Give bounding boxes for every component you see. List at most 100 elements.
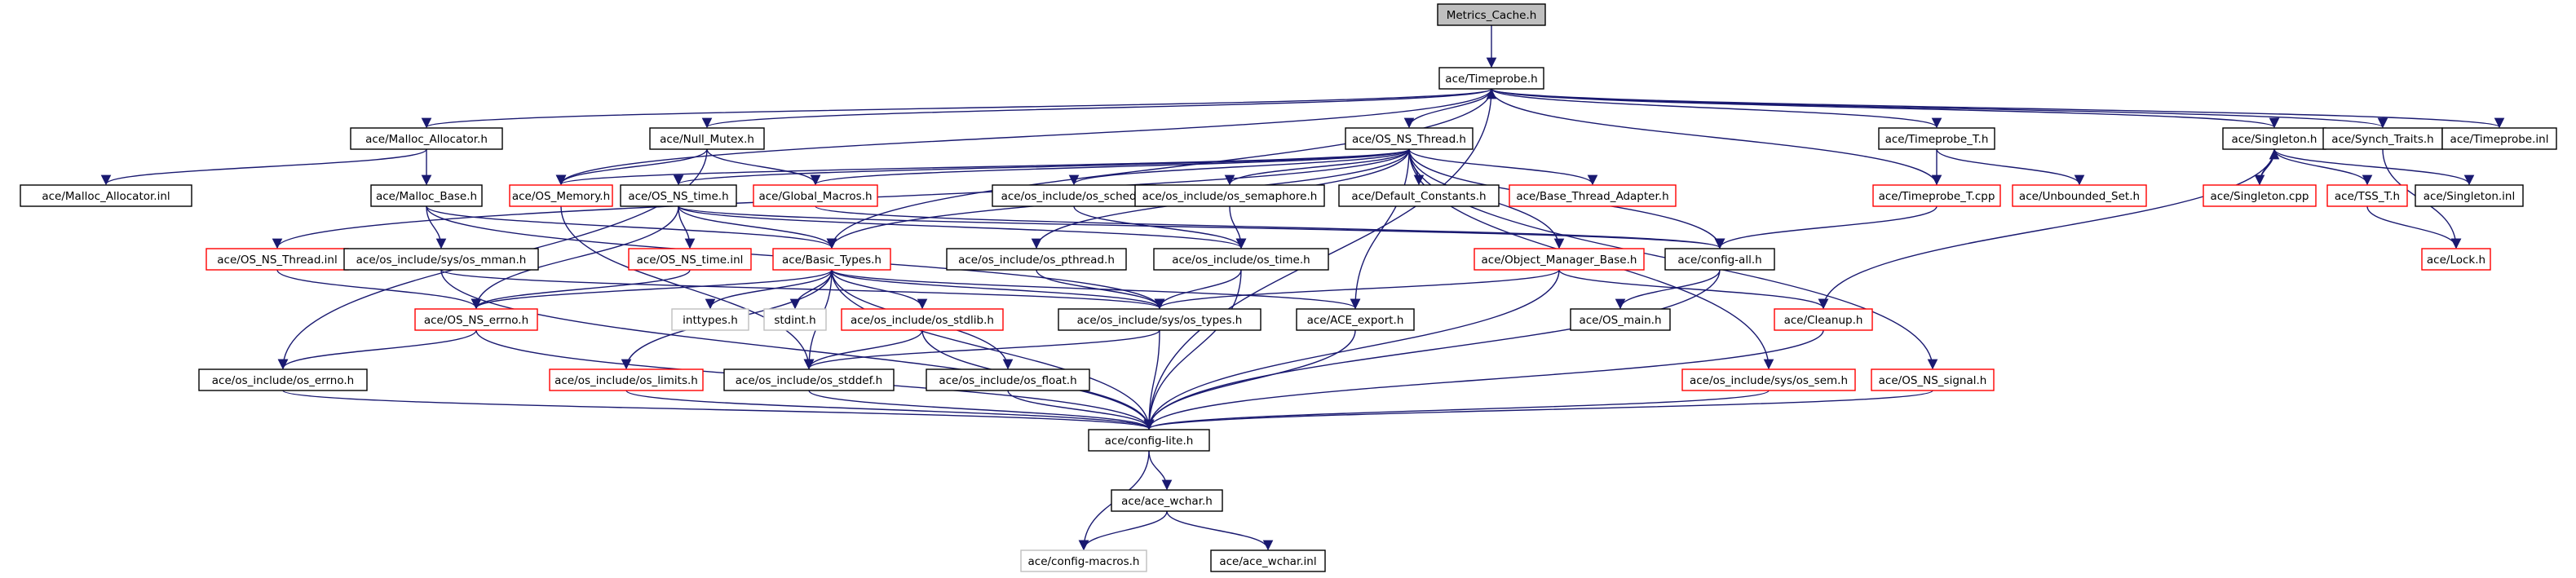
node-label: ace/Malloc_Base.h [376,190,477,203]
node-os-stddef[interactable]: ace/os_include/os_stddef.h [723,368,895,391]
node-label: ace/os_include/os_errno.h [212,374,354,387]
node-os-semaphore[interactable]: ace/os_include/os_semaphore.h [1134,184,1325,207]
node-global-macros[interactable]: ace/Global_Macros.h [753,184,878,207]
node-malloc-base[interactable]: ace/Malloc_Base.h [370,184,483,207]
node-label: ace/TSS_T.h [2335,190,2400,203]
node-os-float[interactable]: ace/os_include/os_float.h [926,368,1090,391]
edge-os_ns_signal-to-config_lite [1144,390,1933,430]
node-ace-export[interactable]: ace/ACE_export.h [1296,308,1415,331]
node-object-manager-base[interactable]: ace/Object_Manager_Base.h [1474,248,1645,271]
edge-os_types-to-config_lite [1143,329,1160,430]
edge-os_float-to-config_lite [1007,390,1155,430]
node-label: ace/os_include/os_float.h [939,374,1076,387]
node-null-mutex[interactable]: ace/Null_Mutex.h [649,127,765,150]
node-box [763,308,827,331]
node-timeprobe-t-cpp[interactable]: ace/Timeprobe_T.cpp [1872,184,2001,207]
node-config-all[interactable]: ace/config-all.h [1664,248,1775,271]
edge-os_ns_time-to-os_ns_time_inl [678,205,696,249]
node-os-ns-thread[interactable]: ace/OS_NS_Thread.h [1345,127,1474,150]
edge-singleton-to-cleanup [1818,148,2275,310]
node-singleton-inl[interactable]: ace/Singleton.inl [2415,184,2524,207]
node-config-lite[interactable]: ace/config-lite.h [1088,429,1210,452]
edge-timeprobe-to-malloc_alloc [422,88,1492,129]
edge-timeprobe_t_cpp-to-timeprobe [1486,88,1938,186]
node-box [1474,248,1645,271]
node-os-sem[interactable]: ace/os_include/sys/os_sem.h [1681,368,1856,391]
node-base-thread-adapter[interactable]: ace/Base_Thread_Adapter.h [1509,184,1677,207]
node-os-errno[interactable]: ace/os_include/os_errno.h [198,368,368,391]
edge-global_macros-to-config_all [815,205,1725,249]
node-ace-wchar[interactable]: ace/ace_wchar.h [1111,489,1223,512]
node-os-ns-errno[interactable]: ace/OS_NS_errno.h [414,308,538,331]
node-box [2421,248,2491,271]
node-default-constants[interactable]: ace/Default_Constants.h [1338,184,1500,207]
edge-os_ns_time_inl-to-os_ns_errno [471,269,691,310]
node-lock[interactable]: ace/Lock.h [2421,248,2491,271]
node-singleton[interactable]: ace/Singleton.h [2222,127,2326,150]
node-os-limits[interactable]: ace/os_include/os_limits.h [549,368,704,391]
node-cleanup[interactable]: ace/Cleanup.h [1774,308,1873,331]
node-malloc-alloc[interactable]: ace/Malloc_Allocator.h [350,127,503,150]
node-label: ace/os_include/sys/os_mman.h [356,254,527,267]
node-label: ace/Cleanup.h [1784,314,1863,327]
node-os-main[interactable]: ace/OS_main.h [1570,308,1671,331]
node-label: ace/os_include/os_limits.h [555,374,698,387]
nodes-layer: Metrics_Cache.h ace/Timeprobe.h ace/Malloc… [20,3,2557,572]
edge-singleton-to-singleton_inl [2273,148,2475,186]
node-synch-traits[interactable]: ace/Synch_Traits.h [2322,127,2443,150]
node-os-ns-time[interactable]: ace/OS_NS_time.h [620,184,737,207]
node-os-pthread[interactable]: ace/os_include/os_pthread.h [946,248,1127,271]
node-os-sched[interactable]: ace/os_include/os_sched.h [992,184,1156,207]
node-os-mman[interactable]: ace/os_include/sys/os_mman.h [343,248,539,271]
node-box [926,368,1090,391]
node-stdint[interactable]: stdint.h [763,308,827,331]
node-label: ace/os_include/os_time.h [1172,254,1310,267]
node-tss-t[interactable]: ace/TSS_T.h [2326,184,2408,207]
node-label: ace/Basic_Types.h [782,254,881,267]
node-basic-types[interactable]: ace/Basic_Types.h [772,248,891,271]
node-inttypes[interactable]: inttypes.h [671,308,749,331]
node-os-time[interactable]: ace/os_include/os_time.h [1153,248,1329,271]
node-os-memory[interactable]: ace/OS_Memory.h [509,184,613,207]
node-os-ns-signal[interactable]: ace/OS_NS_signal.h [1871,368,1995,391]
edge-basic_types-to-ace_export [831,269,1360,310]
node-timeprobe[interactable]: ace/Timeprobe.h [1438,67,1544,90]
node-box [628,248,752,271]
node-metrics[interactable]: Metrics_Cache.h [1437,3,1546,26]
node-os-stdlib[interactable]: ace/os_include/os_stdlib.h [841,308,1004,331]
node-label: ace/OS_NS_time.inl [637,254,744,267]
node-box [1058,308,1261,331]
node-box [946,248,1127,271]
node-label: ace/Malloc_Allocator.h [365,133,488,146]
edge-os_sched-to-os_time [1073,205,1247,249]
node-label: ace/Synch_Traits.h [2331,133,2433,146]
node-box [1111,489,1223,512]
edge-object_manager_base-to-os_types [1154,269,1560,310]
node-box [343,248,539,271]
edge-os_stddef-to-config_lite [808,390,1155,430]
edge-os_ns_time-to-config_all [678,205,1725,249]
node-box [2012,184,2147,207]
node-singleton-cpp[interactable]: ace/Singleton.cpp [2203,184,2317,207]
node-unbounded-set[interactable]: ace/Unbounded_Set.h [2012,184,2147,207]
node-os-ns-time-inl[interactable]: ace/OS_NS_time.inl [628,248,752,271]
edge-config_all-to-config_lite [1143,269,1721,430]
node-label: ace/ACE_export.h [1307,314,1404,327]
edge-timeprobe-to-os_memory [555,88,1492,186]
edge-os_mman-to-os_types [440,269,1164,310]
node-os-ns-thread-inl[interactable]: ace/OS_NS_Thread.inl [205,248,349,271]
node-malloc-alloc-inl[interactable]: ace/Malloc_Allocator.inl [20,184,192,207]
node-box [414,308,538,331]
node-os-types[interactable]: ace/os_include/sys/os_types.h [1058,308,1261,331]
node-config-macros[interactable]: ace/config-macros.h [1020,549,1147,572]
edge-timeprobe-to-singleton [1491,88,2279,129]
node-timeprobe-inl[interactable]: ace/Timeprobe.inl [2441,127,2557,150]
node-box [841,308,1004,331]
node-ace-wchar-inl[interactable]: ace/ace_wchar.inl [1210,549,1326,572]
node-box [2322,127,2443,150]
node-label: ace/OS_NS_Thread.h [1352,133,1466,146]
edge-timeprobe_t-to-unbounded_set [1936,148,2085,186]
node-label: ace/OS_Memory.h [512,190,610,203]
node-timeprobe-t[interactable]: ace/Timeprobe_T.h [1878,127,1995,150]
